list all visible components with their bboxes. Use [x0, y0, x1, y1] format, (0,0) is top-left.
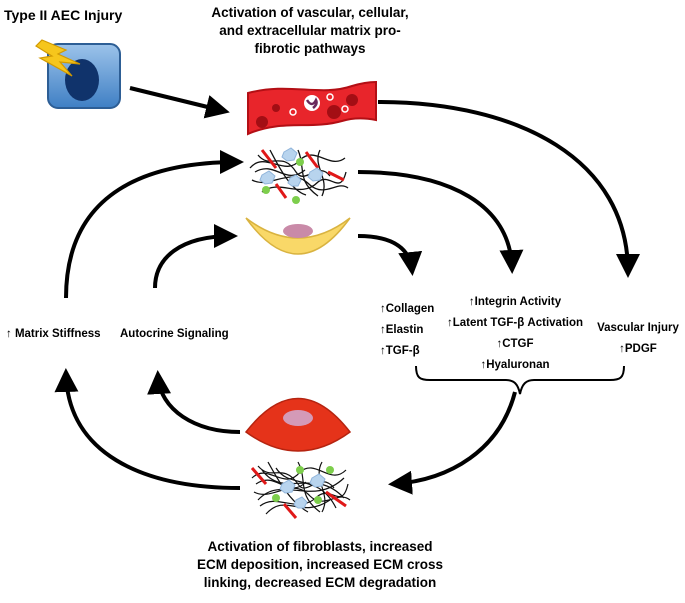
mediator-item: Vascular Injury	[597, 322, 679, 334]
matrix-stiffness-label: ↑ Matrix Stiffness	[6, 328, 101, 340]
dense-ecm-fiber-mesh-icon	[250, 461, 351, 519]
blood-vessel-icon	[247, 80, 377, 136]
mediator-item: ↑PDGF	[619, 343, 657, 355]
mediator-item: ↑TGF-β	[380, 345, 420, 357]
bottom-heading-line: Activation of fibroblasts, increased	[207, 539, 433, 554]
matrix-mediators-group: ↑Integrin Activity ↑Latent TGF-β Activat…	[440, 292, 590, 376]
activated-fibroblast-icon	[244, 397, 352, 452]
quiescent-fibroblast-icon	[245, 217, 351, 255]
cellular-mediators-group: ↑Collagen ↑Elastin ↑TGF-β	[380, 299, 434, 362]
mediator-item: ↑Integrin Activity	[468, 296, 562, 308]
mediator-item: ↑Collagen	[380, 303, 435, 315]
arrow-ecm-to-matrix-group	[357, 170, 524, 274]
bottom-heading-line: ECM deposition, increased ECM cross	[196, 557, 444, 572]
arrow-injury-to-vessel	[129, 86, 230, 119]
lightning-bolt-icon	[35, 39, 81, 77]
arrow-dense-ecm-to-matrix-stiffness	[54, 368, 241, 490]
bottom-heading: Activation of fibroblasts, increased ECM…	[180, 538, 460, 592]
top-heading: Activation of vascular, cellular, and ex…	[200, 4, 420, 58]
mediator-item: ↑Hyaluronan	[480, 359, 550, 371]
grouping-brace	[415, 365, 625, 395]
mediator-item: ↑CTGF	[496, 338, 534, 350]
autocrine-signaling-label: Autocrine Signaling	[120, 328, 229, 340]
top-heading-line: and extracellular matrix pro-	[219, 23, 401, 38]
ecm-fiber-mesh-icon	[249, 147, 349, 204]
top-heading-line: Activation of vascular, cellular,	[211, 5, 409, 20]
top-heading-line: fibrotic pathways	[254, 41, 366, 56]
arrow-fibroblast-to-cellular-group	[357, 234, 423, 276]
mediator-item: ↑Latent TGF-β Activation	[446, 317, 584, 329]
vascular-mediators-group: Vascular Injury ↑PDGF	[592, 318, 684, 360]
arrow-activated-fibroblast-to-autocrine	[147, 370, 241, 434]
arrows	[54, 86, 640, 495]
arrow-autocrine-to-fibroblast	[153, 224, 238, 289]
bottom-heading-line: linking, decreased ECM degradation	[203, 575, 437, 590]
mediator-item: ↑Elastin	[380, 324, 424, 336]
arrow-vessel-to-vascular-injury	[377, 100, 640, 278]
arrow-matrix-stiffness-to-ecm	[64, 150, 244, 299]
injury-title: Type II AEC Injury	[4, 7, 123, 23]
arrow-brace-to-dense-ecm	[388, 391, 517, 495]
